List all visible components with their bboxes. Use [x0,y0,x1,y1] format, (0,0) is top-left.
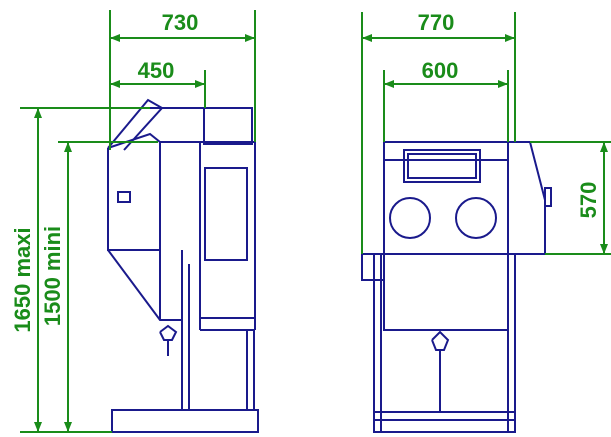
dim-label-770: 770 [418,10,455,35]
side-view-dimensions [20,10,256,433]
dim-label-600: 600 [422,58,459,83]
side-view-machine [107,98,259,433]
dim-label-1650: 1650 maxi [10,227,35,332]
dim-label-450: 450 [138,58,175,83]
dim-label-1500: 1500 mini [40,226,65,326]
dim-label-570: 570 [576,182,601,219]
dim-label-730: 730 [162,10,199,35]
front-view-dimensions [361,12,611,255]
front-view-machine [361,141,552,433]
